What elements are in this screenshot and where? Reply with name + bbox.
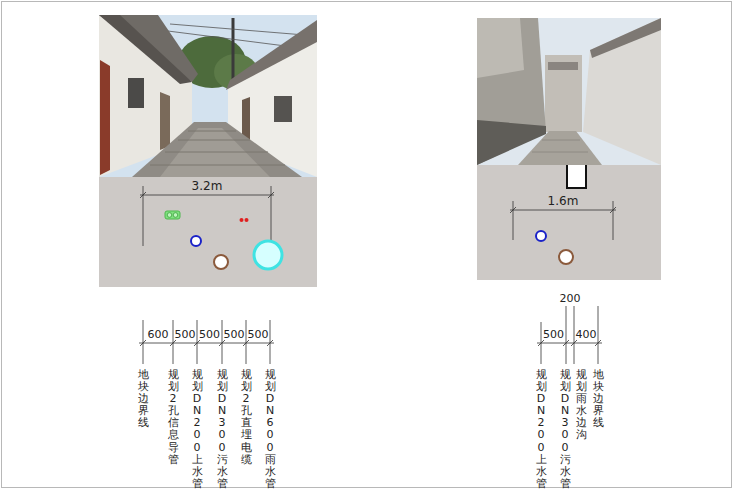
- spacing-dimension: 500: [175, 328, 196, 341]
- spacing-dimension: 500: [248, 328, 269, 341]
- pipe-label: 规划DN300污水管: [560, 369, 571, 490]
- pipe-label: 规划DN300污水管: [217, 369, 228, 490]
- pipe-label: 规划DN600雨水管: [265, 369, 276, 490]
- spacing-dimension: 400: [576, 328, 597, 341]
- pipe-label: 规划雨水边沟: [576, 369, 587, 442]
- spacing-dimension: 600: [148, 328, 169, 341]
- ground-section: [477, 165, 661, 280]
- spacing-dimension: 500: [199, 328, 220, 341]
- dimension-line: [537, 306, 602, 364]
- alley-photo: [477, 18, 661, 165]
- pipe-label: 规划DN200上水管: [192, 369, 203, 490]
- pipe-label: 规划2孔直埋电缆: [241, 369, 252, 466]
- pipe-symbols: [536, 231, 573, 264]
- ground-section: [99, 177, 317, 287]
- pipe-label: 规划2孔信息导管: [168, 369, 179, 466]
- dimension-line: [140, 186, 274, 246]
- spacing-dimension: 200: [560, 292, 581, 305]
- pipe-symbols: [165, 211, 282, 269]
- dimension-line: [139, 320, 274, 364]
- pipe-label: 地块边界线: [138, 369, 149, 429]
- pipe-label: 地块边界线: [593, 369, 604, 429]
- rain-ditch-symbol: [567, 165, 586, 188]
- spacing-dimension: 500: [224, 328, 245, 341]
- pipe-label: 规划DN200上水管: [536, 369, 547, 490]
- spacing-dimension: 500: [543, 328, 564, 341]
- street-photo: [99, 15, 317, 177]
- width-dimension: 1.6m: [548, 194, 579, 208]
- width-dimension: 3.2m: [192, 179, 223, 193]
